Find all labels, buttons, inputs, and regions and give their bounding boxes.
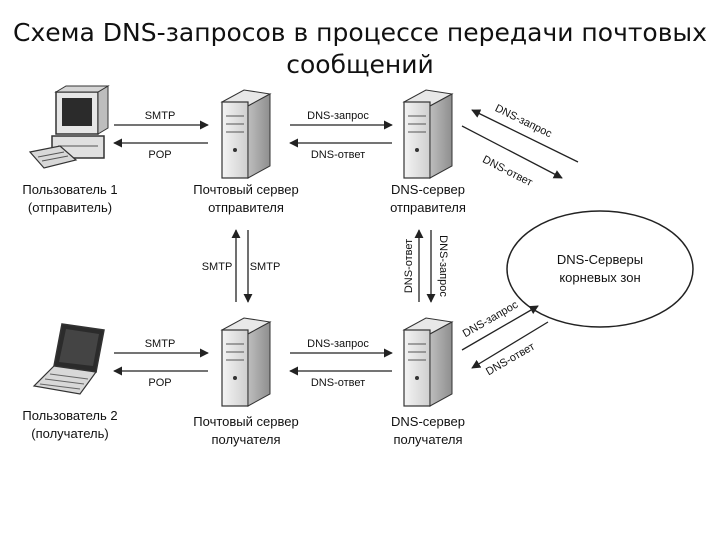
label-dns-response-bottom: DNS-ответ: [311, 377, 365, 389]
arrow-dns-request-to-root-lower: [461, 305, 539, 351]
label-pop-bottom: POP: [148, 377, 171, 389]
dns-sender-label-line-1: DNS-сервер: [391, 182, 465, 197]
user1-label-line-2: (отправитель): [28, 200, 112, 215]
dns-server-sender-icon: [402, 89, 454, 179]
arrow-dns-request-to-root-upper: [471, 109, 579, 163]
label-dns-request-vertical: DNS-запрос: [437, 235, 449, 297]
root-label-line-2: корневых зон: [559, 270, 640, 285]
label-dns-response-lower-diagonal: DNS-ответ: [484, 341, 537, 379]
user2-label-line-2: (получатель): [31, 426, 108, 441]
arrow-dns-response-from-root-upper: [461, 125, 563, 179]
diagram-title-line-2: сообщений: [286, 50, 434, 79]
arrow-dns-response-from-root-lower: [471, 321, 549, 369]
label-smtp-top: SMTP: [145, 110, 176, 122]
label-dns-request-top: DNS-запрос: [307, 110, 369, 122]
mail-server-receiver-icon: [220, 317, 272, 407]
label-smtp-right: SMTP: [250, 261, 281, 273]
dns-receiver-label-line-2: получателя: [393, 432, 462, 447]
mail-sender-label-line-1: Почтовый сервер: [193, 182, 298, 197]
label-pop-top: POP: [148, 149, 171, 161]
desktop-computer-icon: [28, 85, 110, 169]
user2-label-line-1: Пользователь 2: [22, 408, 117, 423]
laptop-icon: [32, 323, 105, 395]
dns-sender-label-line-2: отправителя: [390, 200, 466, 215]
diagram-title-line-1: Схема DNS-запросов в процессе передачи п…: [13, 18, 707, 47]
root-dns-zone-ellipse: [506, 210, 694, 328]
label-smtp-left: SMTP: [202, 261, 233, 273]
mail-receiver-label-line-2: получателя: [211, 432, 280, 447]
dns-receiver-label-line-1: DNS-сервер: [391, 414, 465, 429]
mail-sender-label-line-2: отправителя: [208, 200, 284, 215]
label-dns-request-bottom: DNS-запрос: [307, 338, 369, 350]
label-smtp-bottom: SMTP: [145, 338, 176, 350]
user1-label-line-1: Пользователь 1: [22, 182, 117, 197]
mail-server-sender-icon: [220, 89, 272, 179]
label-dns-response-vertical: DNS-ответ: [403, 239, 415, 293]
mail-receiver-label-line-1: Почтовый сервер: [193, 414, 298, 429]
dns-server-receiver-icon: [402, 317, 454, 407]
label-dns-response-top: DNS-ответ: [311, 149, 365, 161]
root-label-line-1: DNS-Серверы: [557, 252, 643, 267]
